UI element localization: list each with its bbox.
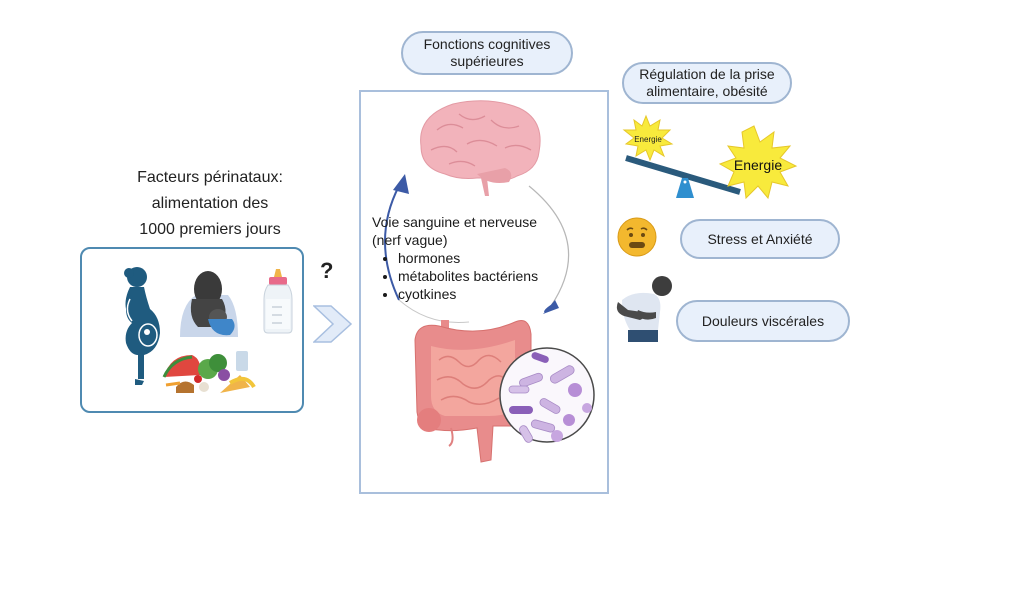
ascending-arrow-head [393, 174, 409, 194]
cognitive-label-line-2: supérieures [450, 53, 524, 69]
seesaw-bar [625, 155, 741, 195]
pathway-description: Voie sanguine et nerveuse (nerf vague) h… [372, 213, 538, 303]
gut-brain-axis-illustration [384, 100, 595, 463]
regulation-label-line-1: Régulation de la prise [639, 66, 775, 82]
large-energy-star-icon: Energie [718, 125, 798, 200]
pathway-heading-line-1: Voie sanguine et nerveuse [372, 214, 538, 230]
food-basket-icon [162, 351, 256, 393]
visceral-pain-label: Douleurs viscérales [676, 300, 850, 342]
stress-anxiety-label: Stress et Anxiété [680, 219, 840, 259]
abdominal-pain-person-icon [616, 276, 672, 342]
intestine-icon [414, 320, 532, 463]
pathway-mediators-list: hormones métabolites bactériens cyotkine… [372, 249, 538, 303]
ascending-arrow [384, 185, 400, 301]
regulation-label-line-2: alimentaire, obésité [646, 83, 768, 99]
bacteria-icon [499, 347, 595, 443]
food-intake-regulation-label: Régulation de la prise alimentaire, obés… [622, 62, 792, 104]
anxious-face-icon [617, 217, 657, 257]
seesaw-fulcrum [676, 178, 694, 198]
pregnant-woman-icon [124, 267, 160, 385]
energy-balance-illustration: Energie Energie [622, 114, 798, 200]
baby-bottle-icon [263, 269, 293, 334]
mediator-item: hormones [398, 249, 538, 267]
pain-label-text: Douleurs viscérales [701, 312, 825, 329]
question-mark: ? [320, 258, 334, 283]
energy-large-text: Energie [734, 157, 782, 173]
chevron-right-icon [313, 305, 353, 343]
perinatal-factors-title: Facteurs périnataux: alimentation des 10… [100, 165, 320, 243]
small-energy-star-icon: Energie [622, 114, 674, 162]
cognitive-label-line-1: Fonctions cognitives [423, 36, 551, 52]
perinatal-factors-box [80, 247, 304, 413]
gut-brain-axis-box [359, 90, 609, 494]
title-line-1: Facteurs périnataux: [137, 169, 283, 186]
brain-icon [420, 100, 541, 196]
breastfeeding-icon [180, 271, 238, 337]
mediator-item: cyotkines [398, 285, 538, 303]
title-line-2: alimentation des [151, 195, 269, 212]
energy-small-text: Energie [634, 135, 662, 144]
pathway-heading-line-2: (nerf vague) [372, 232, 448, 248]
title-line-3: 1000 premiers jours [139, 221, 281, 238]
cognitive-functions-label: Fonctions cognitives supérieures [401, 31, 573, 75]
stress-label-text: Stress et Anxiété [707, 230, 813, 247]
mediator-item: métabolites bactériens [398, 267, 538, 285]
descending-arrow-head [543, 300, 559, 314]
